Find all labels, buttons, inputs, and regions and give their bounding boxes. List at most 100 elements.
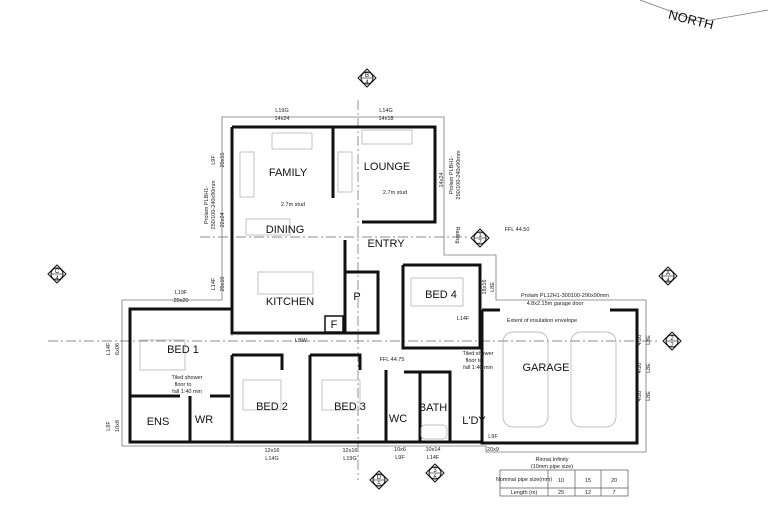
room-lounge: LOUNGE <box>364 161 410 173</box>
plan-label: A <box>666 271 670 277</box>
rinnai-note: Rinnai Infinity <box>535 457 568 463</box>
plan-label: 12x16 <box>343 448 358 454</box>
plan-label: L9F <box>395 455 405 461</box>
plan-label: 4 <box>365 80 369 86</box>
plan-label: C <box>55 269 60 275</box>
plan-label: Length (m) <box>511 490 538 496</box>
fridge-box <box>324 315 344 333</box>
room-pantry: P <box>353 291 360 303</box>
room-family: FAMILY <box>269 167 308 179</box>
plan-label: floor to <box>175 382 192 388</box>
plan-label: 14x18 <box>379 116 394 122</box>
plan-label: L19G <box>343 456 356 462</box>
railing-note: Railing <box>454 227 460 244</box>
section-marker: D5 <box>369 470 389 490</box>
room-bed1: BED 1 <box>167 344 199 356</box>
plan-label: 10x6 <box>394 447 406 453</box>
plan-label: Prolam PLBH1- <box>204 186 210 224</box>
plan-label: B <box>365 73 369 79</box>
plan-label: 12x16 <box>265 448 280 454</box>
plan-label: 4/20 <box>637 391 643 402</box>
plan-label: Prolam PLBH1- <box>449 156 455 194</box>
room-labels: FAMILY LOUNGE DINING ENTRY KITCHEN P F B… <box>147 161 570 428</box>
insulation-note: Extent of insulation envelope <box>507 318 577 324</box>
plan-label: floor to <box>466 358 483 364</box>
section-marker: 36 <box>425 463 445 483</box>
section-markers: B4 C4 A4 27 17 D5 36 <box>47 68 682 490</box>
plan-label: 10x14 <box>426 447 441 453</box>
room-ens: ENS <box>147 416 170 428</box>
plan-label: 7 <box>612 490 615 496</box>
plan-label: 20x15 <box>220 153 226 168</box>
plan-label: 6x06 <box>115 343 121 355</box>
plan-label: L8E <box>646 335 652 345</box>
section-marker: 27 <box>662 331 682 351</box>
plan-label: 250/100-240x90mm <box>211 180 217 229</box>
room-kitchen: KITCHEN <box>266 296 314 308</box>
room-wr: WR <box>195 414 213 426</box>
plan-label: L19F <box>175 290 188 296</box>
grid-lines <box>48 100 660 480</box>
plan-label: 3 <box>433 468 437 474</box>
room-garage: GARAGE <box>522 362 569 374</box>
eave-outline <box>121 116 647 453</box>
plan-label: L14G <box>379 108 392 114</box>
plan-label: 4/20 <box>637 363 643 374</box>
plan-label: 250/100-240x90mm <box>456 150 462 199</box>
walls <box>128 125 639 445</box>
plan-label: L8E <box>646 363 652 373</box>
plan-label: 14x24 <box>275 116 290 122</box>
notes: 2.7m stud 2.7m stud FFL 44.50 FFL 44.75 … <box>172 150 610 470</box>
plan-label: L8E <box>490 282 496 292</box>
furniture <box>139 129 617 440</box>
plan-label: Tiled shower <box>172 375 203 381</box>
plan-label: L14G <box>265 456 278 462</box>
north-label: NORTH <box>667 7 715 33</box>
room-bed2: BED 2 <box>256 401 288 413</box>
plan-label: L14F <box>457 316 470 322</box>
plan-label: 22x24 <box>220 213 226 228</box>
plan-label: 14x24 <box>439 173 445 188</box>
plan-label: L8E <box>646 391 652 401</box>
plan-label: L19G <box>275 108 288 114</box>
room-bed4: BED 4 <box>425 289 457 301</box>
plan-label: 20x9 <box>487 447 499 453</box>
north-arrow: NORTH <box>639 0 768 33</box>
plan-label: fall 1:40 min <box>463 365 493 371</box>
section-marker: C4 <box>47 264 67 284</box>
plan-label: L9F <box>488 434 498 440</box>
room-laundry: L'DY <box>462 415 486 427</box>
plan-label: D <box>377 475 382 481</box>
plan-label: L9F <box>211 155 217 165</box>
room-dining: DINING <box>266 224 305 236</box>
ffl-note: FFL 44.50 <box>505 227 530 233</box>
plan-label: 20x10 <box>220 277 226 292</box>
ffl-note: FFL 44.75 <box>380 357 405 363</box>
plan-label: 10 <box>558 478 564 484</box>
car-icon <box>570 331 617 428</box>
section-marker: B4 <box>357 68 377 88</box>
plan-label: 18x16 <box>482 280 488 295</box>
plan-label: Tiled shower <box>463 351 494 357</box>
plan-label: 6 <box>433 475 437 481</box>
plan-label: 1 <box>478 233 482 239</box>
car-icon <box>502 331 549 428</box>
plan-label: L9F <box>106 421 112 431</box>
plan-label: (10mm pipe size) <box>531 464 573 470</box>
room-bath: BATH <box>419 402 448 414</box>
plan-label: 7 <box>670 343 674 349</box>
plan-label: 15 <box>585 478 591 484</box>
plan-label: L14F <box>106 342 112 355</box>
room-bed3: BED 3 <box>334 401 366 413</box>
plan-label: 4/20 <box>637 335 643 346</box>
room-wc: WC <box>389 413 407 425</box>
plan-label: L14F <box>211 277 217 290</box>
plan-label: Nominal pipe size(mm) <box>496 477 552 483</box>
plan-label: 4 <box>55 276 59 282</box>
plan-label: 7 <box>478 240 482 246</box>
stud-note: 2.7m stud <box>383 190 407 196</box>
plan-label: 12 <box>585 490 591 496</box>
